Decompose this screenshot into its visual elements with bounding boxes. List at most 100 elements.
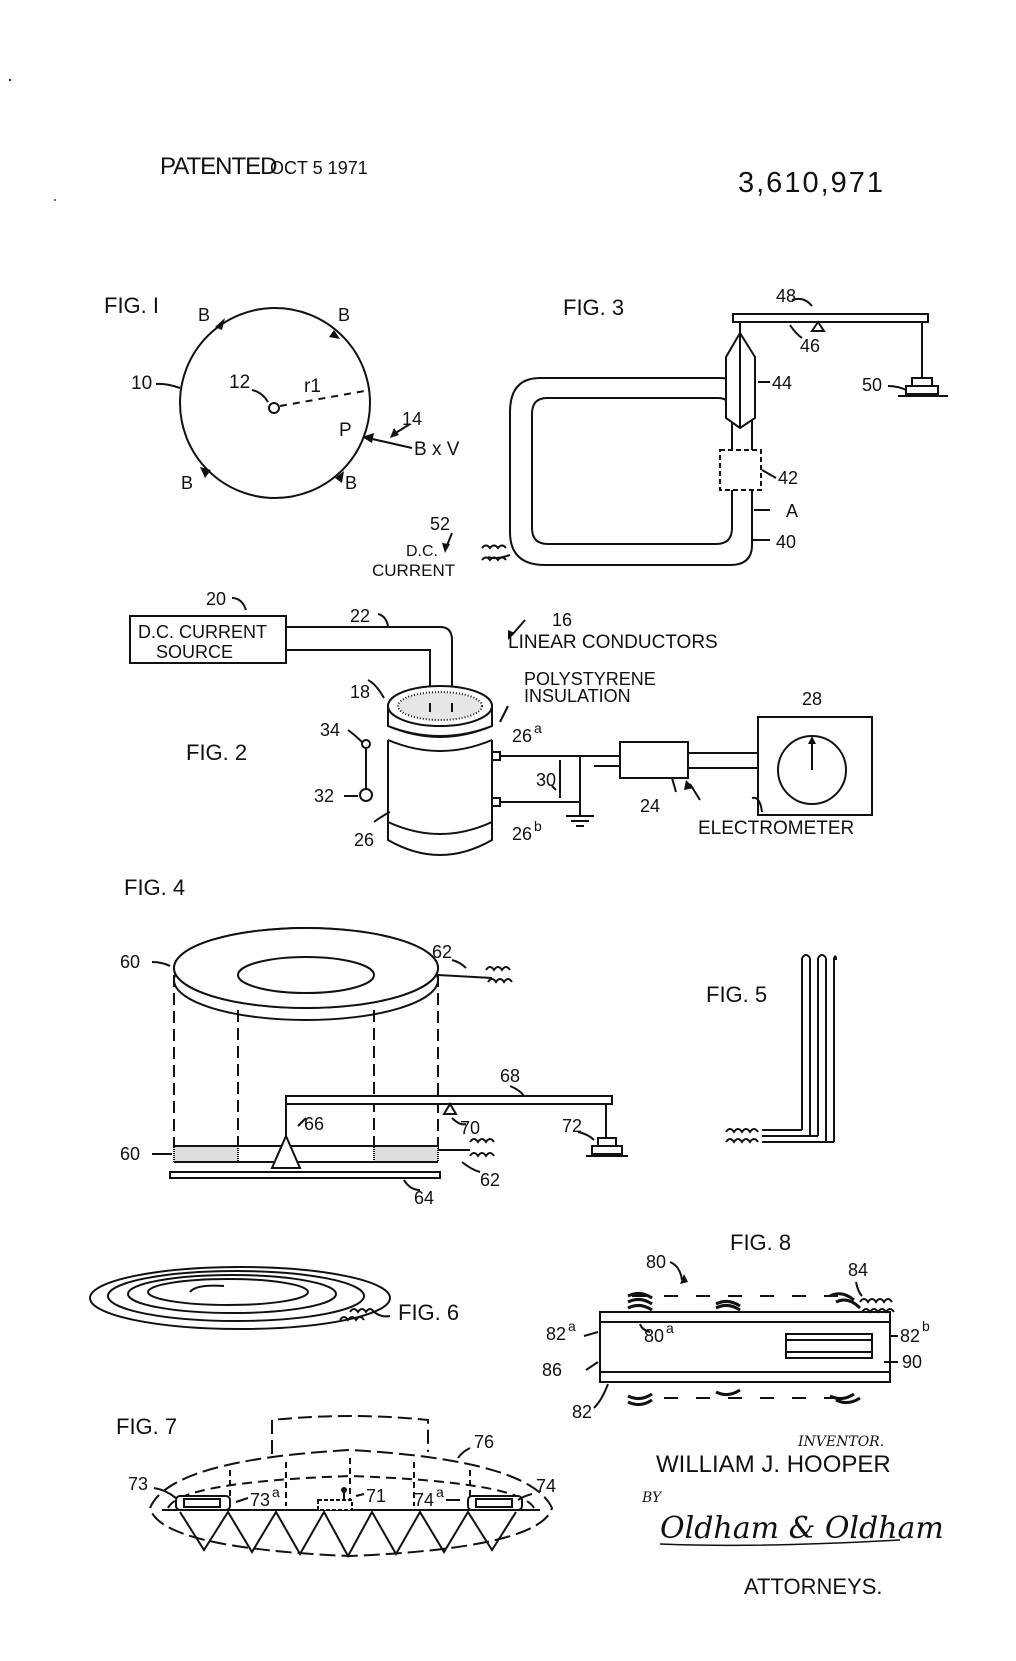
fig8-ref-82: 82 — [572, 1402, 592, 1422]
fig8-ref-82b-sup: b — [922, 1318, 930, 1334]
fig2-ref-18: 18 — [350, 682, 370, 702]
fig7-ref-76: 76 — [474, 1432, 494, 1452]
fig7-ref-73a-sup: a — [272, 1484, 280, 1500]
signature-block: INVENTOR. WILLIAM J. HOOPER BY Oldham & … — [641, 1434, 944, 1599]
fig3-diagram: FIG. 3 48 46 44 50 — [372, 286, 948, 580]
fig2-dc-source-line1: D.C. CURRENT — [138, 622, 267, 642]
fig1-ref-12: 12 — [229, 372, 250, 393]
fig1-label-r1: r1 — [304, 376, 321, 397]
fig2-dc-current-source-20 — [129, 615, 287, 664]
fig4-ref-62: 62 — [432, 942, 452, 962]
fig1-diagram: FIG. I 10 12 r1 14 P B x V B B B B — [104, 293, 460, 499]
fig7-diagram: FIG. 7 73 73 a 7 — [116, 1414, 556, 1559]
patented-label: PATENTED — [160, 153, 277, 180]
fig2-ref-30: 30 — [536, 770, 556, 790]
fig3-sleeve-42 — [719, 449, 762, 491]
fig3-current-label: CURRENT — [372, 561, 455, 580]
fig5-diagram: FIG. 5 — [706, 954, 837, 1144]
fig7-ref-74: 74 — [536, 1476, 556, 1496]
fig2-probe-24 — [619, 741, 689, 779]
fig3-ref-46: 46 — [800, 336, 820, 356]
fig8-ref-82a: 82 — [546, 1324, 566, 1344]
fig5-title: FIG. 5 — [706, 982, 767, 1007]
fig8-ref-80: 80 — [646, 1252, 666, 1272]
fig4-pendant-66 — [270, 1133, 302, 1169]
fig4-ref-64: 64 — [414, 1188, 434, 1208]
fig4-title: FIG. 4 — [124, 875, 185, 900]
fig3-ref-40: 40 — [776, 532, 796, 552]
fig3-balance-beam-46 — [732, 313, 929, 323]
fig1-center-point-12 — [268, 402, 280, 414]
fig2-ref-24: 24 — [640, 796, 660, 816]
attorneys-label: ATTORNEYS. — [744, 1574, 883, 1599]
fig2-ref-26b-sup: b — [534, 818, 542, 834]
fig2-electrometer-label: ELECTROMETER — [698, 818, 854, 839]
fig8-ref-80a: 80 — [644, 1326, 664, 1346]
fig2-insulation-label: INSULATION — [524, 686, 631, 706]
patent-number: 3,610,971 — [738, 167, 885, 199]
fig8-inner-tube-90 — [785, 1333, 873, 1359]
fig1-ref-14: 14 — [402, 409, 422, 429]
fig2-ref-26: 26 — [354, 830, 374, 850]
fig2-linear-conductors-label: LINEAR CONDUCTORS — [508, 632, 718, 653]
inventor-label: INVENTOR. — [797, 1434, 884, 1450]
fig2-ref-20: 20 — [206, 589, 226, 609]
fig3-title: FIG. 3 — [563, 295, 624, 320]
fig2-polystyrene-label: POLYSTYRENE — [524, 669, 656, 689]
fig4-diagram: FIG. 4 — [120, 875, 628, 1208]
fig8-ref-90: 90 — [902, 1352, 922, 1372]
by-label: BY — [641, 1490, 663, 1506]
fig2-dc-source-line2: SOURCE — [156, 642, 233, 662]
fig7-ref-74a-sup: a — [436, 1484, 444, 1500]
fig7-craft-hull-76 — [148, 1448, 554, 1558]
attorney-firm-signature: Oldham & Oldham — [660, 1511, 944, 1546]
fig1-label-B: B — [338, 305, 350, 325]
fig8-ref-82b: 82 — [900, 1326, 920, 1346]
fig1-ref-10: 10 — [131, 373, 152, 394]
fig4-ref-72: 72 — [562, 1116, 582, 1136]
fig4-ref-66: 66 — [304, 1114, 324, 1134]
fig1-label-BxV: B x V — [414, 439, 460, 460]
fig6-diagram: FIG. 6 — [89, 1266, 459, 1330]
fig2-ref-34: 34 — [320, 720, 340, 740]
fig3-ref-50: 50 — [862, 375, 882, 395]
fig2-ref-16: 16 — [552, 610, 572, 630]
fig4-ref-68: 68 — [500, 1066, 520, 1086]
fig1-label-P: P — [339, 420, 352, 441]
fig2-diagram: FIG. 2 — [129, 589, 873, 856]
fig2-linear-conductors-16 — [397, 691, 483, 721]
header: PATENTED OCT 5 1971 3,610,971 — [8, 78, 885, 201]
fig8-ref-84: 84 — [848, 1260, 868, 1280]
fig1-label-B: B — [345, 473, 357, 493]
fig1-label-B: B — [198, 305, 210, 325]
fig3-ref-42: 42 — [778, 468, 798, 488]
fig2-ref-22: 22 — [350, 606, 370, 626]
fig7-ref-73a: 73 — [250, 1490, 270, 1510]
fig4-ref-62-section: 62 — [480, 1170, 500, 1190]
fig8-diagram: FIG. 8 80 — [542, 1230, 930, 1422]
fig4-balance-beam-68 — [285, 1095, 613, 1105]
fig2-ref-26a-sup: a — [534, 720, 542, 736]
fig7-title: FIG. 7 — [116, 1414, 177, 1439]
fig4-ref-60-section: 60 — [120, 1144, 140, 1164]
fig7-ref-73: 73 — [128, 1474, 148, 1494]
patented-date: OCT 5 1971 — [270, 158, 368, 178]
fig4-plate-64 — [169, 1171, 441, 1179]
fig1-label-B: B — [181, 473, 193, 493]
fig8-tube-82 — [599, 1311, 891, 1383]
fig3-dc-label: D.C. — [406, 543, 438, 560]
fig4-ref-60: 60 — [120, 952, 140, 972]
fig3-ref-44: 44 — [772, 373, 792, 393]
fig3-ref-48: 48 — [776, 286, 796, 306]
fig2-ref-26b: 26 — [512, 824, 532, 844]
fig1-title: FIG. I — [104, 293, 159, 318]
fig2-ref-32: 32 — [314, 786, 334, 806]
fig2-ref-28: 28 — [802, 689, 822, 709]
fig3-label-A: A — [786, 501, 798, 521]
fig8-ref-86: 86 — [542, 1360, 562, 1380]
fig2-title: FIG. 2 — [186, 740, 247, 765]
fig7-ref-71: 71 — [366, 1486, 386, 1506]
fig7-ref-74a: 74 — [414, 1490, 434, 1510]
inventor-name: WILLIAM J. HOOPER — [656, 1451, 891, 1478]
